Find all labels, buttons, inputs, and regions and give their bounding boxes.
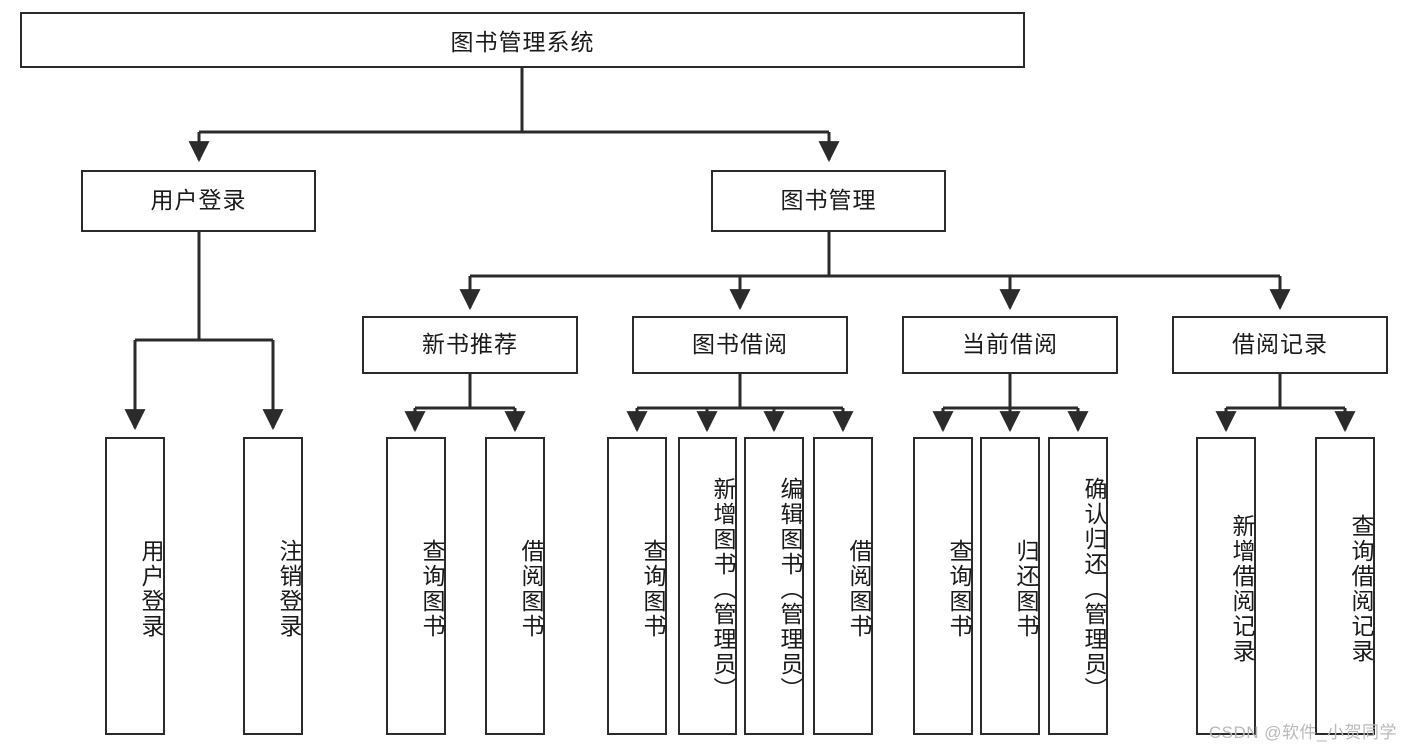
leaf-label: 归还图书	[1013, 539, 1039, 639]
leaf-add-record[interactable]: 新增借阅记录	[1196, 437, 1256, 735]
leaf-query-book-3[interactable]: 查询图书	[913, 437, 973, 735]
leaf-query-book-1[interactable]: 查询图书	[386, 437, 446, 735]
node-book-manage[interactable]: 图书管理	[711, 170, 946, 232]
node-current-borrow[interactable]: 当前借阅	[902, 316, 1118, 374]
leaf-query-record[interactable]: 查询借阅记录	[1315, 437, 1375, 735]
node-book-borrow[interactable]: 图书借阅	[632, 316, 848, 374]
leaf-label: 新增借阅记录	[1229, 514, 1255, 664]
leaf-label: 查询借阅记录	[1348, 514, 1374, 664]
leaf-label: 查询图书	[419, 539, 445, 639]
leaf-label: 确认归还（管理员）	[1081, 476, 1107, 702]
leaf-logout-login[interactable]: 注销登录	[243, 437, 303, 735]
leaf-borrow-book-2[interactable]: 借阅图书	[813, 437, 873, 735]
node-new-book-recommend[interactable]: 新书推荐	[362, 316, 578, 374]
leaf-return-book[interactable]: 归还图书	[980, 437, 1040, 735]
leaf-label: 查询图书	[640, 539, 666, 639]
leaf-confirm-return[interactable]: 确认归还（管理员）	[1048, 437, 1108, 735]
leaf-borrow-book-1[interactable]: 借阅图书	[485, 437, 545, 735]
leaf-label: 借阅图书	[518, 539, 544, 639]
leaf-label: 新增图书（管理员）	[710, 476, 736, 702]
leaf-label: 借阅图书	[846, 539, 872, 639]
watermark: CSDN @软件_小贺同学	[1208, 723, 1397, 742]
leaf-label: 编辑图书（管理员）	[777, 476, 803, 702]
leaf-label: 查询图书	[946, 539, 972, 639]
leaf-query-book-2[interactable]: 查询图书	[607, 437, 667, 735]
node-borrow-record[interactable]: 借阅记录	[1172, 316, 1388, 374]
node-user-login[interactable]: 用户登录	[81, 170, 316, 232]
leaf-label: 注销登录	[276, 539, 302, 639]
leaf-user-login[interactable]: 用户登录	[105, 437, 165, 735]
leaf-label: 用户登录	[138, 539, 164, 639]
leaf-edit-book[interactable]: 编辑图书（管理员）	[744, 437, 804, 735]
leaf-add-book[interactable]: 新增图书（管理员）	[678, 437, 737, 735]
node-root[interactable]: 图书管理系统	[20, 12, 1025, 68]
